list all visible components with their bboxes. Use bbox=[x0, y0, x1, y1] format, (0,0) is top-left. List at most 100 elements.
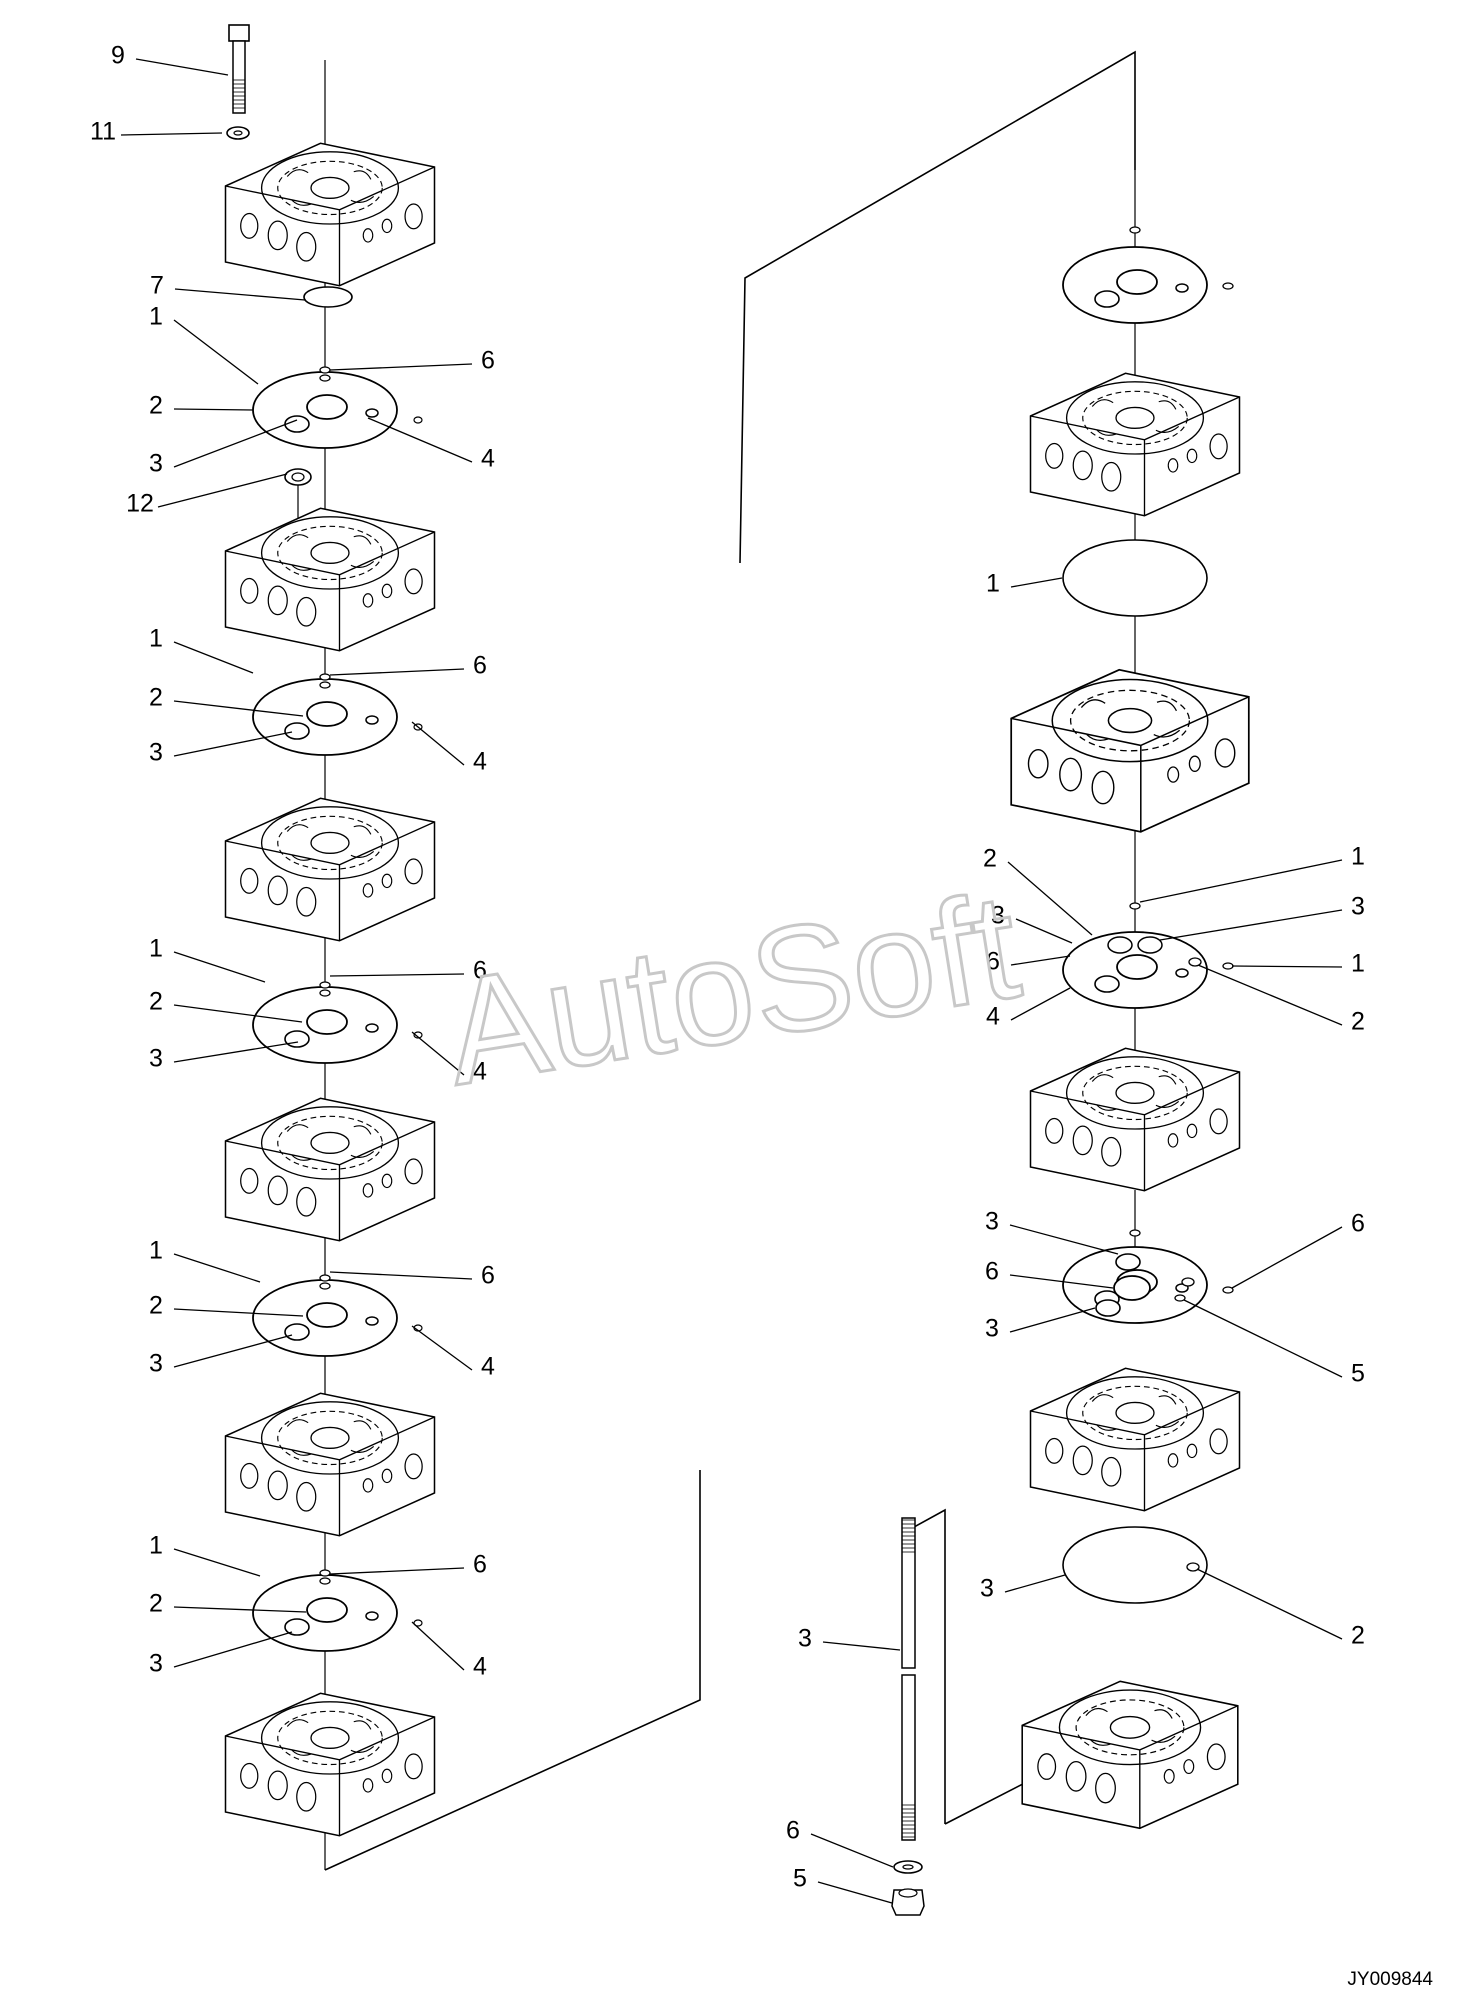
leader-43 bbox=[1183, 1299, 1343, 1378]
leader-6 bbox=[173, 419, 298, 468]
gasket-plate-left-5 bbox=[252, 1574, 398, 1652]
callout-15: 1 bbox=[149, 935, 163, 963]
leader-47 bbox=[810, 1833, 894, 1868]
valve-block-left-3 bbox=[224, 1097, 436, 1242]
pin-6b-left-3 bbox=[319, 989, 331, 997]
pin-6-right-1 bbox=[1129, 226, 1141, 234]
callout-44: 3 bbox=[980, 1575, 994, 1603]
connector-mid-to-right bbox=[739, 50, 1136, 564]
leader-32 bbox=[1015, 918, 1073, 944]
pin-6b-right-2 bbox=[1222, 962, 1234, 970]
diagram-linework bbox=[224, 24, 1250, 1916]
callout-14: 4 bbox=[473, 748, 487, 776]
leader-18 bbox=[329, 973, 465, 977]
end-cover-block bbox=[1021, 1680, 1239, 1830]
valve-block-left-4 bbox=[224, 1392, 436, 1537]
leader-45 bbox=[1196, 1568, 1343, 1640]
callout-6: 3 bbox=[149, 450, 163, 478]
leader-10 bbox=[173, 641, 254, 674]
valve-block-right-2 bbox=[1010, 668, 1250, 833]
callout-38: 2 bbox=[1351, 1008, 1365, 1036]
leader-42 bbox=[1231, 1226, 1343, 1289]
leader-21 bbox=[173, 1308, 304, 1317]
o-ring-5-right-c bbox=[1174, 1294, 1186, 1302]
leader-1 bbox=[135, 58, 229, 76]
bolt-shank bbox=[232, 40, 246, 114]
callout-41: 3 bbox=[985, 1315, 999, 1343]
leader-29 bbox=[411, 1621, 465, 1671]
leader-7 bbox=[157, 473, 288, 508]
leader-20 bbox=[173, 1253, 261, 1283]
watermark-text: AutoSoft bbox=[435, 861, 1030, 1117]
gasket-plate-right-1 bbox=[1062, 246, 1208, 324]
leader-40 bbox=[1009, 1274, 1114, 1289]
gasket-plate-left-1 bbox=[252, 371, 398, 449]
callout-4: 1 bbox=[149, 303, 163, 331]
callout-12: 3 bbox=[149, 739, 163, 767]
o-ring-large-right bbox=[1062, 539, 1208, 617]
valve-block-right-3 bbox=[1029, 1047, 1241, 1192]
pin-6b-left-4 bbox=[319, 1282, 331, 1290]
callout-39: 3 bbox=[985, 1208, 999, 1236]
callout-30: 1 bbox=[986, 570, 1000, 598]
pin-6-right-3 bbox=[1129, 1229, 1141, 1237]
callout-1: 9 bbox=[111, 42, 125, 70]
o-ring-5-right-b bbox=[1181, 1277, 1195, 1287]
callout-9: 4 bbox=[481, 445, 495, 473]
leader-3 bbox=[174, 288, 306, 301]
leader-11 bbox=[173, 700, 304, 717]
tie-bolt-upper bbox=[901, 1517, 916, 1669]
gasket-plate-left-4 bbox=[252, 1279, 398, 1357]
bolt-head bbox=[228, 24, 250, 42]
callout-47: 6 bbox=[786, 1817, 800, 1845]
leader-8 bbox=[329, 363, 473, 371]
leader-25 bbox=[173, 1548, 261, 1577]
callout-2: 11 bbox=[90, 118, 116, 146]
valve-block-left-2 bbox=[224, 797, 436, 942]
pin-6-left-2 bbox=[319, 673, 331, 681]
leader-16 bbox=[173, 1004, 303, 1023]
leader-44 bbox=[1004, 1574, 1066, 1593]
leader-38 bbox=[1197, 964, 1343, 1026]
callout-21: 2 bbox=[149, 1292, 163, 1320]
callout-18: 6 bbox=[473, 957, 487, 985]
pin-6-right-2 bbox=[1129, 902, 1141, 910]
pin-6-left-3 bbox=[319, 981, 331, 989]
callout-20: 1 bbox=[149, 1237, 163, 1265]
tie-bolt-lower bbox=[901, 1674, 916, 1841]
connector-left-to-mid bbox=[324, 1470, 701, 1871]
callout-45: 2 bbox=[1351, 1622, 1365, 1650]
callout-27: 3 bbox=[149, 1650, 163, 1678]
valve-block-right-1 bbox=[1029, 372, 1241, 517]
valve-block-left-5 bbox=[224, 1692, 436, 1837]
callout-11: 2 bbox=[149, 684, 163, 712]
leader-36 bbox=[1159, 909, 1343, 941]
callout-31: 2 bbox=[983, 845, 997, 873]
callout-5: 2 bbox=[149, 392, 163, 420]
pin-6b-right-1 bbox=[1222, 282, 1234, 290]
callout-13: 6 bbox=[473, 652, 487, 680]
o-ring-5-right-a bbox=[1188, 957, 1202, 967]
callout-33: 6 bbox=[986, 948, 1000, 976]
callout-26: 2 bbox=[149, 1590, 163, 1618]
o-ring-2-right bbox=[1113, 1275, 1151, 1301]
leader-41 bbox=[1009, 1307, 1096, 1333]
leader-27 bbox=[173, 1631, 293, 1668]
leader-13 bbox=[329, 668, 465, 676]
leader-24 bbox=[411, 1325, 473, 1371]
callout-48: 5 bbox=[793, 1865, 807, 1893]
leader-22 bbox=[173, 1334, 293, 1368]
valve-block-left-1 bbox=[224, 507, 436, 652]
leader-33 bbox=[1010, 955, 1071, 966]
leader-28 bbox=[329, 1567, 465, 1575]
o-ring-3-right-a bbox=[1107, 936, 1133, 954]
small-o-ring-left-1 bbox=[413, 416, 423, 424]
valve-block-right-4 bbox=[1029, 1367, 1241, 1512]
callout-16: 2 bbox=[149, 988, 163, 1016]
pin-6-left-5 bbox=[319, 1569, 331, 1577]
leader-9 bbox=[367, 417, 473, 463]
small-o-ring-left-3 bbox=[413, 1031, 423, 1039]
pin-6b-left-2 bbox=[319, 681, 331, 689]
o-ring-3-right-c bbox=[1115, 1253, 1141, 1271]
